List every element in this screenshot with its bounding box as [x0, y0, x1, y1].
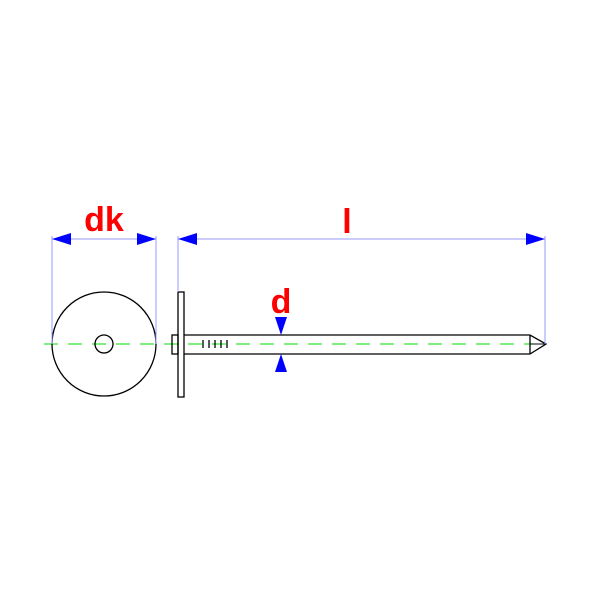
d-label: d [271, 283, 292, 321]
l-label: l [342, 203, 351, 241]
shank-ridges [202, 340, 228, 348]
l-dimension [177, 233, 546, 344]
d-dimension [275, 317, 287, 372]
head-stub [171, 334, 179, 355]
dk-label: dk [84, 201, 124, 239]
dk-dimension [51, 233, 157, 344]
head-hole [94, 334, 114, 354]
head-plate [177, 291, 185, 398]
